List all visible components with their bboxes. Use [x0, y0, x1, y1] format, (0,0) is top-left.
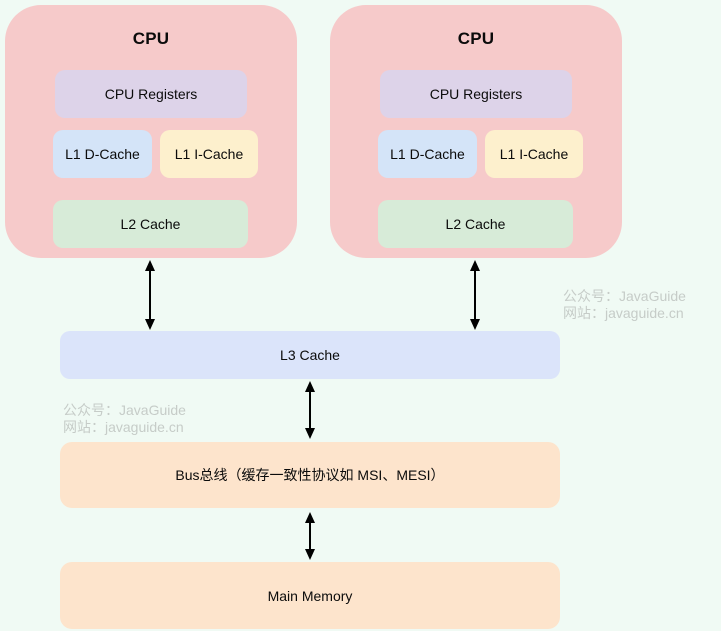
watermark: 公众号：JavaGuide 网站：javaguide.cn	[63, 402, 186, 436]
cpu-registers-box: CPU Registers	[380, 70, 572, 118]
bidirectional-arrow-icon	[302, 512, 318, 560]
bus-box: Bus总线（缓存一致性协议如 MSI、MESI）	[60, 442, 560, 508]
watermark-line: 网站：javaguide.cn	[563, 305, 684, 321]
l2-cache-box: L2 Cache	[378, 200, 573, 248]
l2-cache-box: L2 Cache	[53, 200, 248, 248]
main-memory-box: Main Memory	[60, 562, 560, 629]
cpu-registers-box: CPU Registers	[55, 70, 247, 118]
bidirectional-arrow-icon	[142, 260, 158, 330]
cpu-registers-label: CPU Registers	[429, 86, 523, 102]
l1-dcache-label: L1 D-Cache	[390, 146, 465, 162]
bidirectional-arrow-icon	[467, 260, 483, 330]
main-memory-label: Main Memory	[267, 587, 353, 604]
cpu-card-1: CPU CPU Registers L1 D-Cache L1 I-Cache …	[5, 5, 297, 258]
l1-icache-box: L1 I-Cache	[160, 130, 258, 178]
l1-dcache-box: L1 D-Cache	[53, 130, 152, 178]
cpu-registers-label: CPU Registers	[104, 86, 198, 102]
bidirectional-arrow-icon	[302, 381, 318, 439]
cpu-title: CPU	[457, 29, 495, 48]
l1-dcache-box: L1 D-Cache	[378, 130, 477, 178]
cpu-title: CPU	[132, 29, 170, 48]
l1-icache-label: L1 I-Cache	[174, 146, 244, 162]
cpu-card-2: CPU CPU Registers L1 D-Cache L1 I-Cache …	[330, 5, 622, 258]
l3-cache-box: L3 Cache	[60, 331, 560, 379]
watermark-line: 公众号：JavaGuide	[63, 402, 186, 418]
l1-icache-label: L1 I-Cache	[499, 146, 569, 162]
l3-cache-label: L3 Cache	[280, 347, 340, 363]
watermark-line: 网站：javaguide.cn	[63, 419, 184, 435]
l1-dcache-label: L1 D-Cache	[65, 146, 140, 162]
bus-label: Bus总线（缓存一致性协议如 MSI、MESI）	[175, 467, 445, 483]
l2-cache-label: L2 Cache	[120, 216, 181, 232]
watermark: 公众号：JavaGuide 网站：javaguide.cn	[563, 288, 686, 322]
watermark-line: 公众号：JavaGuide	[563, 288, 686, 304]
l1-icache-box: L1 I-Cache	[485, 130, 583, 178]
l2-cache-label: L2 Cache	[445, 216, 506, 232]
